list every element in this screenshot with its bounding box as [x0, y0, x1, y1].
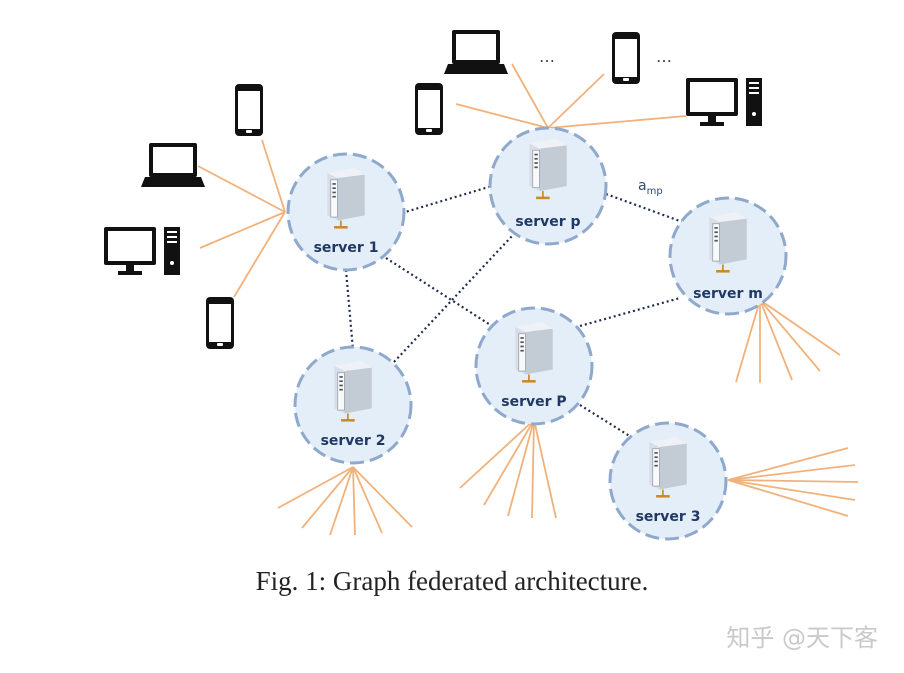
laptop-icon: [444, 30, 508, 74]
client-links: [197, 63, 859, 536]
server-edges: [344, 184, 689, 441]
node-server-p: server p: [488, 126, 608, 246]
node-label: server 1: [314, 240, 379, 256]
node-label: server 2: [321, 433, 386, 449]
node-label: server 3: [636, 509, 701, 525]
node-label: server P: [501, 394, 566, 410]
node-server-3: server 3: [608, 421, 728, 541]
edge-server1-serverp: [401, 184, 493, 215]
edge-server1-server2: [344, 269, 355, 351]
edge-serverP-server3: [579, 404, 637, 441]
node-server-2: server 2: [293, 345, 413, 465]
node-server-m: server m: [668, 196, 788, 316]
edge-server1-serverP: [385, 257, 493, 327]
edge-label-amp: amp: [638, 178, 663, 197]
node-server-1: server 1: [286, 152, 406, 272]
node-label: server p: [515, 214, 580, 230]
figure-caption: Fig. 1: Graph federated architecture.: [255, 566, 649, 596]
phone-icon: [206, 297, 234, 349]
desktop-icon: [686, 78, 762, 126]
edge-serverp-serverm: [605, 192, 689, 226]
client-devices: … …: [104, 30, 762, 349]
edge-serverP-serverm: [579, 296, 681, 328]
phone-icon: [612, 32, 640, 84]
node-server-P: server P: [474, 306, 594, 426]
edge-server2-serverp: [393, 235, 513, 363]
ellipsis-1: …: [539, 47, 555, 66]
desktop-icon: [104, 227, 180, 275]
phone-icon: [415, 83, 443, 135]
server-nodes: server 1 server p server m server 2 serv…: [286, 126, 788, 541]
node-label: server m: [693, 286, 763, 302]
watermark: 知乎 @天下客: [726, 624, 878, 652]
ellipsis-2: …: [656, 47, 672, 66]
phone-icon: [235, 84, 263, 136]
laptop-icon: [141, 143, 205, 187]
